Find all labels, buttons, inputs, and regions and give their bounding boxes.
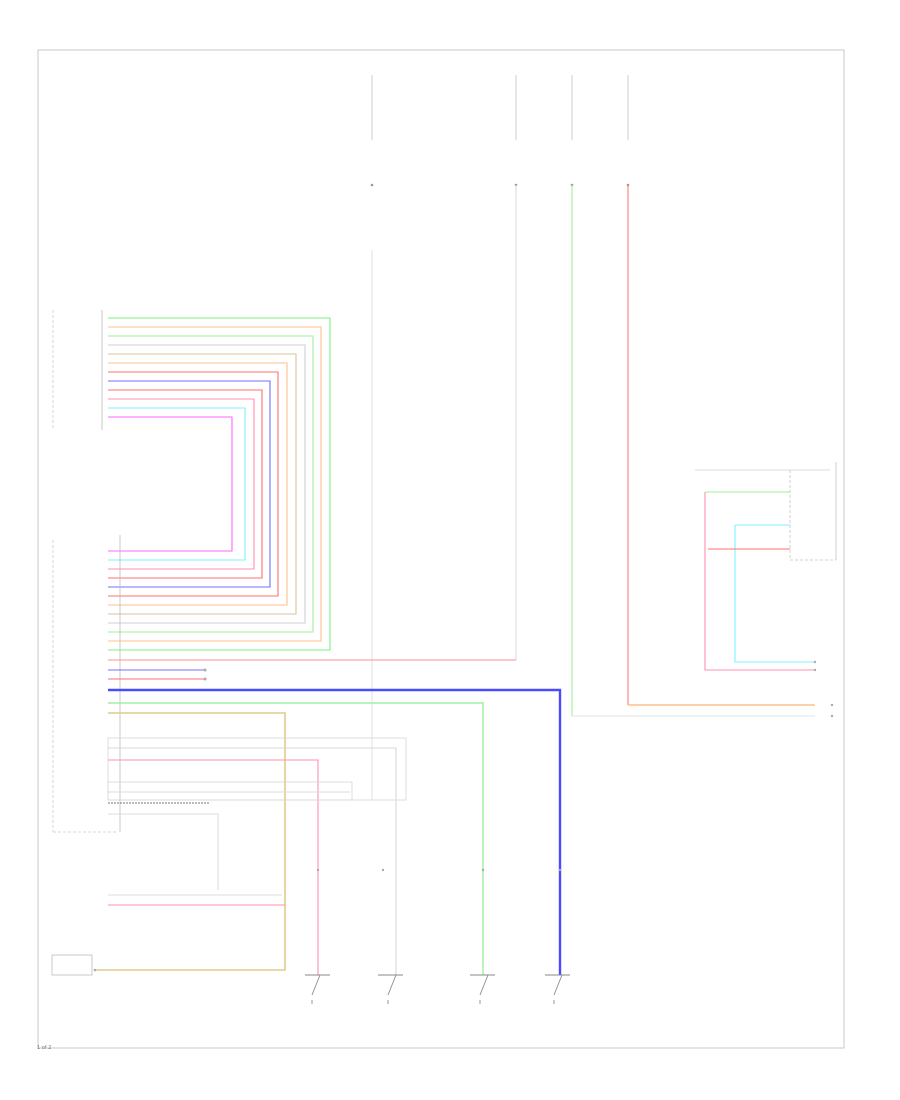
supply-wires: [371, 185, 629, 800]
top-fuse-feeds: [370, 75, 630, 187]
module-outlines: [51, 954, 93, 976]
right-switch-outline: [789, 462, 837, 561]
bottom-switch-symbols: [305, 974, 570, 1004]
diagram-frame: [37, 49, 845, 1049]
right-switch-wires: [572, 469, 830, 717]
module-output-wires: [95, 659, 562, 975]
left-module-outline: [52, 310, 121, 833]
splice-points: [93, 660, 834, 972]
sensor-loop-wires: [108, 317, 331, 651]
diagram-footer: 1 of 2: [37, 1045, 52, 1051]
harness-brackets: [107, 737, 407, 801]
